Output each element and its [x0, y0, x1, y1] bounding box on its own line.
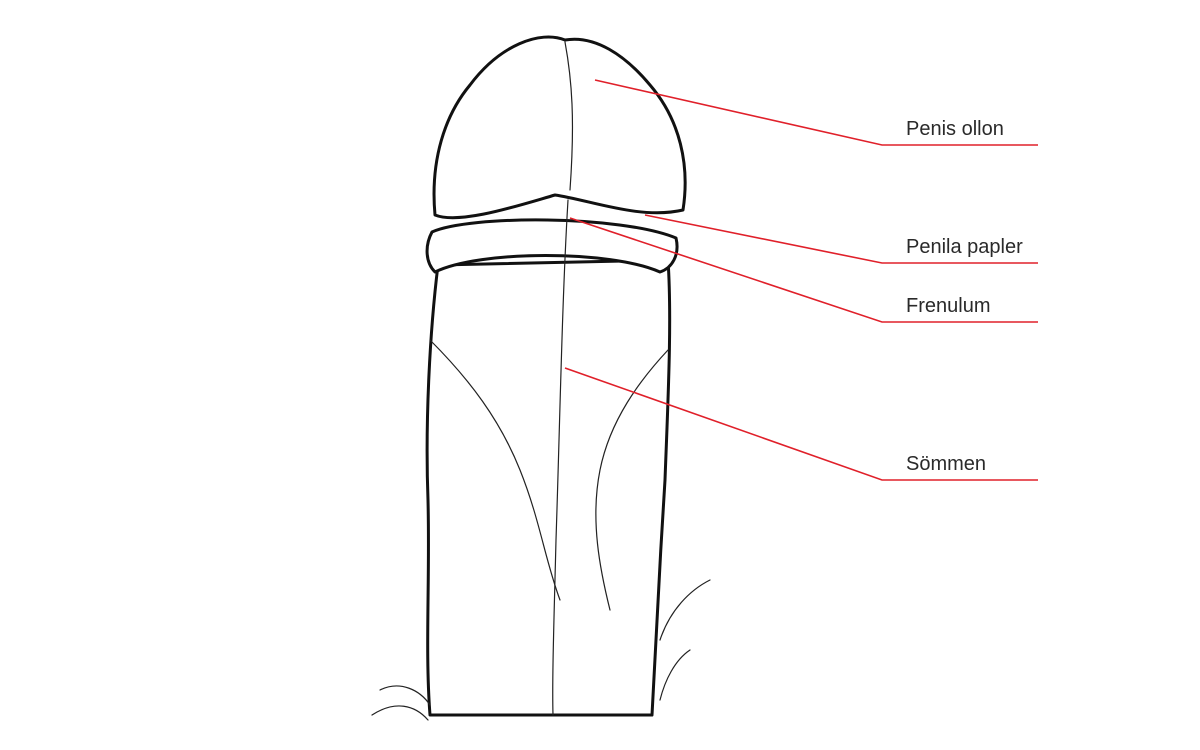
hair-strands	[371, 579, 711, 721]
label-glans: Penis ollon	[906, 118, 1004, 140]
leader-line-raphe	[564, 367, 1038, 481]
label-raphe: Sömmen	[906, 453, 986, 475]
shaft-fold	[595, 349, 669, 611]
shaft-fold	[429, 339, 561, 601]
glans-outline	[432, 35, 687, 220]
glans-cleft	[564, 41, 574, 191]
label-papules: Penila papler	[906, 236, 1023, 258]
label-frenulum: Frenulum	[906, 295, 990, 317]
leader-line-papules	[644, 214, 1038, 264]
leader-lines	[564, 79, 1038, 481]
illustration	[371, 35, 711, 721]
shaft-outline	[425, 258, 672, 717]
leader-line-frenulum	[569, 217, 1038, 323]
leader-line-glans	[594, 79, 1038, 146]
raphe-line	[552, 199, 569, 716]
